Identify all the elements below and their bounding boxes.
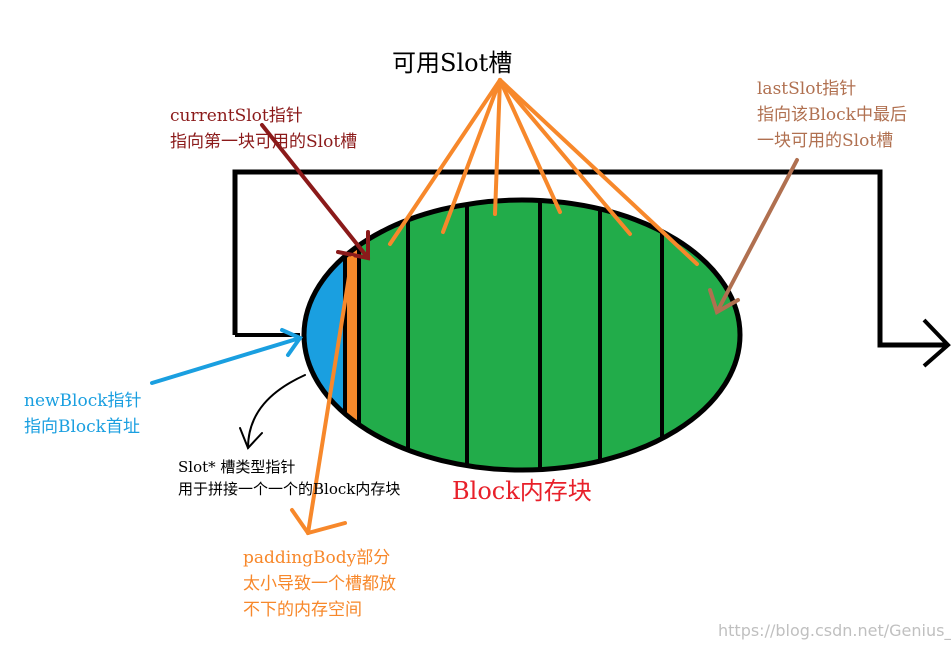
current-slot-line-2: 指向第一块可用的Slot槽: [170, 129, 357, 155]
current-slot-line-1: currentSlot指针: [170, 103, 357, 129]
new-block-line-1: newBlock指针: [24, 388, 142, 414]
new-block-arrow: [152, 330, 300, 383]
slot-pointer-arrow: [240, 375, 305, 448]
block-label: Block内存块: [452, 478, 592, 504]
last-slot-line-3: 一块可用的Slot槽: [757, 128, 907, 154]
padding-body-line-2: 太小导致一个槽都放: [243, 571, 396, 597]
last-slot-label: lastSlot指针 指向该Block中最后 一块可用的Slot槽: [757, 76, 907, 154]
available-slots-title: 可用Slot槽: [392, 50, 512, 76]
last-slot-line-2: 指向该Block中最后: [757, 102, 907, 128]
slot-pointer-line-2: 用于拼接一个一个的Block内存块: [178, 478, 400, 500]
new-block-label: newBlock指针 指向Block首址: [24, 388, 142, 440]
last-slot-line-1: lastSlot指针: [757, 76, 907, 102]
current-slot-label: currentSlot指针 指向第一块可用的Slot槽: [170, 103, 357, 155]
padding-body-line-3: 不下的内存空间: [243, 597, 396, 623]
padding-body-label: paddingBody部分 太小导致一个槽都放 不下的内存空间: [243, 545, 396, 623]
slot-pointer-label: Slot* 槽类型指针 用于拼接一个一个的Block内存块: [178, 456, 400, 500]
slot-pointer-line-1: Slot* 槽类型指针: [178, 456, 400, 478]
watermark: https://blog.csdn.net/Genius_bin: [718, 618, 951, 644]
new-block-line-2: 指向Block首址: [24, 414, 142, 440]
padding-body-line-1: paddingBody部分: [243, 545, 396, 571]
